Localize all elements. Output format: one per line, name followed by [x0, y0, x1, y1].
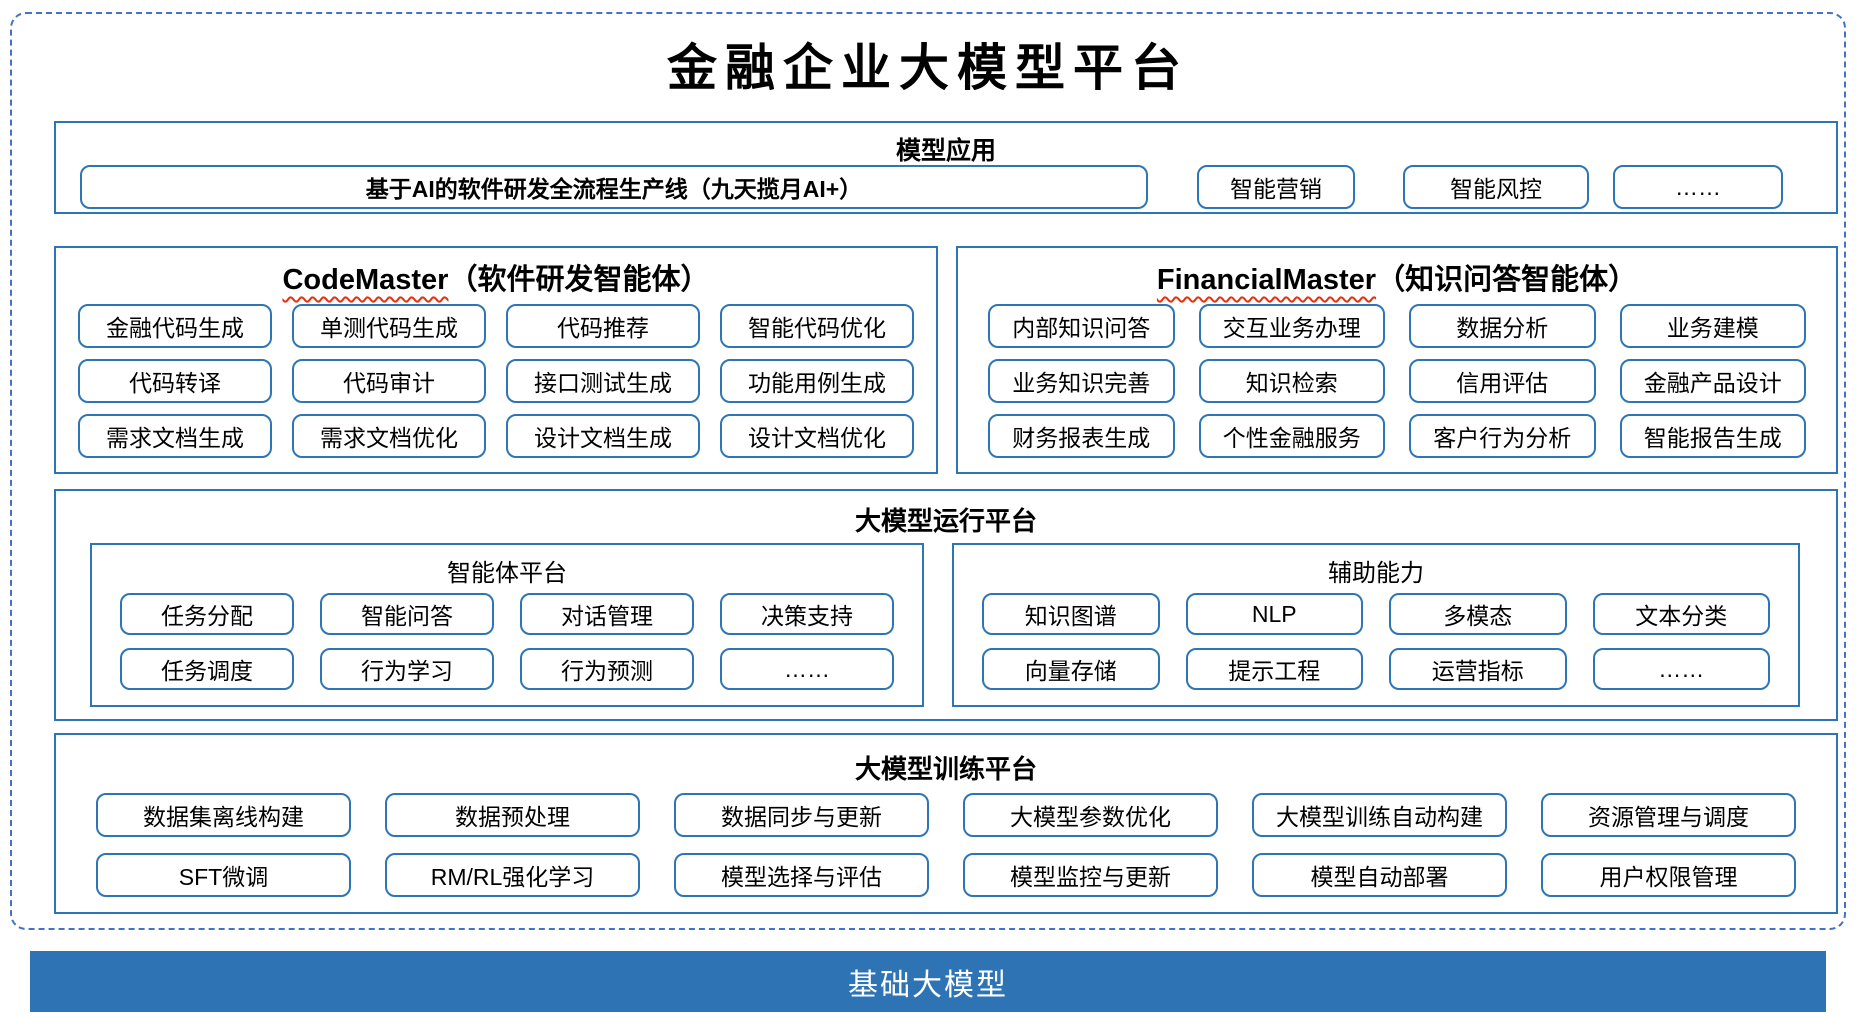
model-application-header: 模型应用	[895, 137, 996, 165]
fm-node: 知识检索	[1198, 359, 1385, 403]
subsection-auxiliary-capabilities: 辅助能力 知识图谱 NLP 多模态 文本分类 向量存储 提示工程 运营指标 ……	[952, 543, 1800, 707]
node-smart-risk-control: 智能风控	[1403, 165, 1589, 209]
train-node: 模型自动部署	[1252, 853, 1507, 897]
fm-node: 财务报表生成	[988, 414, 1175, 458]
financialmaster-title: FinancialMaster（知识问答智能体）	[958, 256, 1836, 298]
fm-node: 内部知识问答	[988, 304, 1175, 348]
base-model-bar-label: 基础大模型	[848, 968, 1008, 1002]
aux-node: 多模态	[1389, 593, 1567, 635]
fm-node: 客户行为分析	[1409, 414, 1596, 458]
agent-node: ……	[720, 648, 894, 690]
fm-node: 智能报告生成	[1619, 414, 1806, 458]
cm-node: 需求文档生成	[78, 414, 272, 458]
agent-node: 智能问答	[320, 593, 494, 635]
train-node: 模型选择与评估	[674, 853, 929, 897]
section-codemaster: CodeMaster（软件研发智能体） 金融代码生成 单测代码生成 代码推荐 智…	[54, 246, 938, 474]
outer-dashed-border	[10, 12, 1846, 930]
codemaster-title: CodeMaster（软件研发智能体）	[56, 256, 936, 298]
section-financialmaster: FinancialMaster（知识问答智能体） 内部知识问答 交互业务办理 数…	[956, 246, 1838, 474]
cm-node: 功能用例生成	[720, 359, 914, 403]
aux-node: NLP	[1185, 593, 1363, 635]
train-node: 数据预处理	[385, 793, 640, 837]
agent-platform-header: 智能体平台	[447, 560, 567, 587]
train-node: 模型监控与更新	[963, 853, 1218, 897]
aux-node: ……	[1592, 648, 1770, 690]
codemaster-title-zh: （软件研发智能体）	[448, 264, 710, 296]
aux-node: 知识图谱	[982, 593, 1160, 635]
agent-node: 对话管理	[520, 593, 694, 635]
cm-node: 接口测试生成	[506, 359, 700, 403]
node-smart-marketing: 智能营销	[1197, 165, 1355, 209]
financialmaster-title-zh: （知识问答智能体）	[1376, 264, 1638, 296]
cm-node: 代码审计	[292, 359, 486, 403]
train-node: 大模型参数优化	[963, 793, 1218, 837]
fm-node: 金融产品设计	[1619, 359, 1806, 403]
agent-node: 决策支持	[720, 593, 894, 635]
auxiliary-header: 辅助能力	[1328, 560, 1424, 587]
cm-node: 设计文档生成	[506, 414, 700, 458]
financialmaster-grid: 内部知识问答 交互业务办理 数据分析 业务建模 业务知识完善 知识检索 信用评估…	[958, 304, 1836, 458]
cm-node: 代码推荐	[506, 304, 700, 348]
codemaster-grid: 金融代码生成 单测代码生成 代码推荐 智能代码优化 代码转译 代码审计 接口测试…	[56, 304, 936, 458]
cm-node: 单测代码生成	[292, 304, 486, 348]
aux-node: 运营指标	[1389, 648, 1567, 690]
cm-node: 金融代码生成	[78, 304, 272, 348]
section-training-platform: 大模型训练平台 数据集离线构建 数据预处理 数据同步与更新 大模型参数优化 大模…	[54, 733, 1838, 914]
section-runtime-platform: 大模型运行平台 智能体平台 任务分配 智能问答 对话管理 决策支持 任务调度 行…	[54, 489, 1838, 721]
node-ai-dev-pipeline: 基于AI的软件研发全流程生产线（九天揽月AI+）	[80, 165, 1148, 209]
subsection-agent-platform: 智能体平台 任务分配 智能问答 对话管理 决策支持 任务调度 行为学习 行为预测…	[90, 543, 924, 707]
cm-node: 设计文档优化	[720, 414, 914, 458]
cm-node: 需求文档优化	[292, 414, 486, 458]
aux-node: 文本分类	[1592, 593, 1770, 635]
codemaster-title-en: CodeMaster	[282, 264, 449, 296]
training-platform-header: 大模型训练平台	[854, 754, 1037, 784]
auxiliary-grid: 知识图谱 NLP 多模态 文本分类 向量存储 提示工程 运营指标 ……	[954, 593, 1798, 690]
agent-platform-grid: 任务分配 智能问答 对话管理 决策支持 任务调度 行为学习 行为预测 ……	[92, 593, 922, 690]
page-title: 金融企业大模型平台	[667, 38, 1189, 97]
aux-node: 向量存储	[982, 648, 1160, 690]
runtime-platform-header: 大模型运行平台	[854, 506, 1037, 536]
fm-node: 个性金融服务	[1198, 414, 1385, 458]
base-model-bar: 基础大模型	[30, 951, 1826, 1012]
fm-node: 业务建模	[1619, 304, 1806, 348]
agent-node: 任务调度	[120, 648, 294, 690]
train-node: 数据集离线构建	[96, 793, 351, 837]
section-model-application: 模型应用 基于AI的软件研发全流程生产线（九天揽月AI+） 智能营销 智能风控 …	[54, 121, 1838, 214]
cm-node: 智能代码优化	[720, 304, 914, 348]
train-node: RM/RL强化学习	[385, 853, 640, 897]
fm-node: 交互业务办理	[1198, 304, 1385, 348]
train-node: 资源管理与调度	[1541, 793, 1796, 837]
cm-node: 代码转译	[78, 359, 272, 403]
fm-node: 业务知识完善	[988, 359, 1175, 403]
financialmaster-title-en: FinancialMaster	[1156, 264, 1377, 296]
train-node: 大模型训练自动构建	[1252, 793, 1507, 837]
fm-node: 信用评估	[1409, 359, 1596, 403]
train-node: 用户权限管理	[1541, 853, 1796, 897]
train-node: 数据同步与更新	[674, 793, 929, 837]
node-more-applications: ……	[1613, 165, 1783, 209]
agent-node: 行为预测	[520, 648, 694, 690]
train-node: SFT微调	[96, 853, 351, 897]
training-platform-grid: 数据集离线构建 数据预处理 数据同步与更新 大模型参数优化 大模型训练自动构建 …	[56, 793, 1836, 897]
fm-node: 数据分析	[1409, 304, 1596, 348]
agent-node: 行为学习	[320, 648, 494, 690]
agent-node: 任务分配	[120, 593, 294, 635]
aux-node: 提示工程	[1185, 648, 1363, 690]
